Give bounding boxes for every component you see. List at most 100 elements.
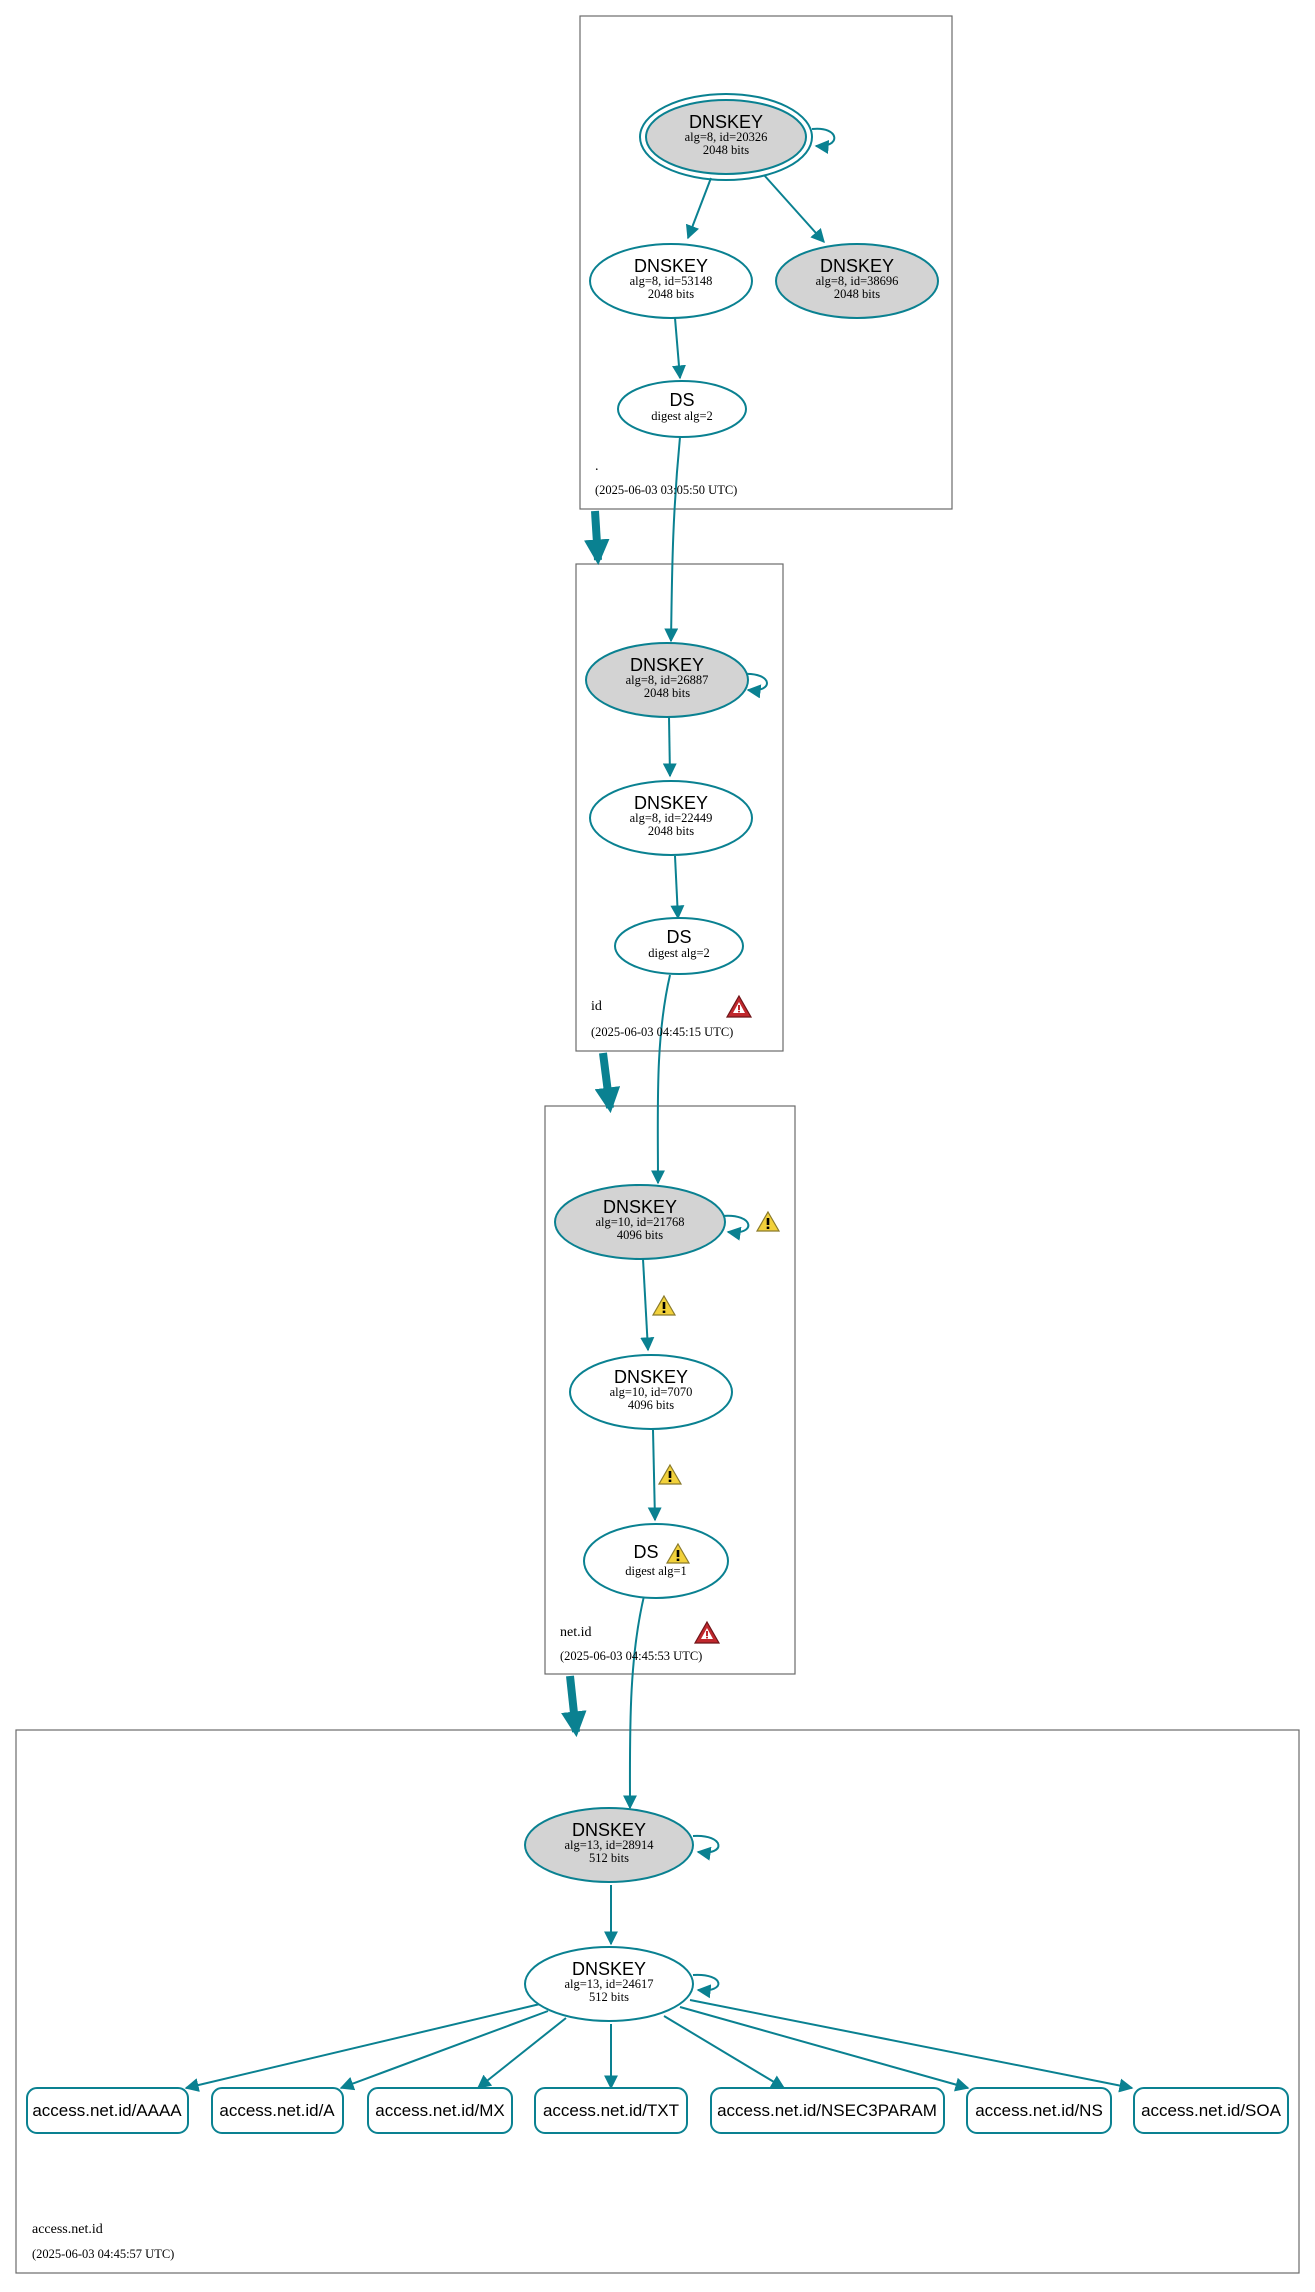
rrset-nsec3param[interactable]: access.net.id/NSEC3PARAM: [710, 2087, 945, 2134]
edge-to-nsec3param: [663, 2015, 786, 2089]
zone-name-access-net-id: access.net.id: [32, 2222, 103, 2237]
node-title: DNSKEY: [820, 256, 894, 276]
node-detail: alg=10, id=21768: [595, 1215, 684, 1229]
zone-timestamp-id: (2025-06-03 04:45:15 UTC): [591, 1025, 733, 1039]
warning-icon[interactable]: [756, 1211, 780, 1232]
edge-21768-to-7070: [640, 1258, 655, 1352]
rrset-label: access.net.id/NS: [975, 2101, 1103, 2120]
edge-net-id-ds-to-28914: [622, 1591, 646, 1810]
zone-timestamp-access-net-id: (2025-06-03 04:45:57 UTC): [32, 2247, 174, 2261]
node-title: DNSKEY: [572, 1820, 646, 1840]
node-title: DNSKEY: [689, 112, 763, 132]
ds-node-id[interactable]: DS digest alg=2: [614, 917, 744, 975]
node-detail: digest alg=1: [625, 1564, 687, 1578]
node-size: 2048 bits: [648, 824, 694, 838]
node-title: DNSKEY: [634, 793, 708, 813]
node-detail: digest alg=2: [651, 409, 713, 423]
node-title: DNSKEY: [630, 655, 704, 675]
edge-to-ns: [679, 2006, 970, 2092]
node-size: 2048 bits: [644, 686, 690, 700]
node-size: 2048 bits: [648, 287, 694, 301]
rrset-ns[interactable]: access.net.id/NS: [966, 2087, 1112, 2134]
self-loop-21768: [721, 1214, 750, 1241]
node-title: DS: [666, 927, 691, 947]
edge-20326-to-53148: [685, 177, 712, 240]
node-title: DNSKEY: [614, 1367, 688, 1387]
zone-name-id: id: [591, 999, 602, 1014]
dnskey-node-53148[interactable]: DNSKEY alg=8, id=53148 2048 bits: [589, 243, 753, 319]
node-detail: alg=8, id=53148: [630, 274, 713, 288]
node-detail: alg=13, id=28914: [564, 1838, 654, 1852]
rrset-a[interactable]: access.net.id/A: [211, 2087, 344, 2134]
node-size: 512 bits: [589, 1851, 629, 1865]
rrset-label: access.net.id/MX: [375, 2101, 504, 2120]
node-size: 2048 bits: [703, 143, 749, 157]
dnskey-node-21768[interactable]: DNSKEY alg=10, id=21768 4096 bits: [554, 1184, 726, 1260]
error-icon[interactable]: [726, 995, 752, 1018]
zone-id-box: [575, 563, 784, 1052]
dnskey-node-38696[interactable]: DNSKEY alg=8, id=38696 2048 bits: [775, 243, 939, 319]
node-detail: alg=8, id=20326: [685, 130, 768, 144]
rrset-mx[interactable]: access.net.id/MX: [367, 2087, 513, 2134]
dnskey-node-24617[interactable]: DNSKEY alg=13, id=24617 512 bits: [524, 1946, 694, 2022]
node-detail: alg=8, id=38696: [816, 274, 899, 288]
node-size: 4096 bits: [617, 1228, 663, 1242]
edge-26887-to-22449: [662, 716, 677, 778]
rrset-aaaa[interactable]: access.net.id/AAAA: [26, 2087, 189, 2134]
node-size: 512 bits: [589, 1990, 629, 2004]
node-detail: digest alg=2: [648, 946, 710, 960]
ds-node-net-id[interactable]: DS digest alg=1: [583, 1523, 729, 1599]
delegation-arrow-root-to-id: [583, 510, 610, 566]
delegation-arrow-net-id-to-access: [561, 1675, 587, 1738]
zone-net-id-box: [544, 1105, 796, 1675]
self-loop-20326: [811, 127, 836, 154]
edge-22449-to-ds: [670, 855, 685, 920]
rrset-txt[interactable]: access.net.id/TXT: [534, 2087, 688, 2134]
edge-20326-to-38696: [763, 174, 825, 244]
rrset-label: access.net.id/TXT: [543, 2101, 679, 2120]
rrset-label: access.net.id/SOA: [1141, 2101, 1282, 2120]
self-loop-26887: [742, 672, 768, 699]
dnskey-node-26887[interactable]: DNSKEY alg=8, id=26887 2048 bits: [585, 642, 749, 718]
node-detail: alg=8, id=22449: [630, 811, 713, 825]
ds-node-root[interactable]: DS digest alg=2: [617, 380, 747, 438]
node-detail: alg=8, id=26887: [626, 673, 709, 687]
edge-id-ds-to-21768: [650, 974, 671, 1185]
dnskey-node-22449[interactable]: DNSKEY alg=8, id=22449 2048 bits: [589, 780, 753, 856]
node-title: DNSKEY: [634, 256, 708, 276]
zone-timestamp-root: (2025-06-03 03:05:50 UTC): [595, 483, 737, 497]
zone-name-net-id: net.id: [560, 1625, 592, 1640]
warning-icon[interactable]: [652, 1295, 676, 1316]
dnskey-node-28914[interactable]: DNSKEY alg=13, id=28914 512 bits: [524, 1807, 694, 1883]
edge-7070-to-ds: [647, 1429, 662, 1522]
dnskey-node-20326[interactable]: DNSKEY alg=8, id=20326 2048 bits: [639, 93, 813, 181]
edge-53148-to-ds: [671, 317, 686, 380]
rrset-soa[interactable]: access.net.id/SOA: [1133, 2087, 1289, 2134]
edge-root-ds-to-26887: [664, 436, 681, 643]
zone-root-box: [579, 15, 953, 510]
rrset-label: access.net.id/NSEC3PARAM: [717, 2101, 937, 2120]
node-detail: alg=10, id=7070: [610, 1385, 693, 1399]
edge-to-mx: [476, 2017, 567, 2089]
rrset-label: access.net.id/A: [219, 2101, 335, 2120]
node-title: DS: [633, 1542, 658, 1562]
delegation-arrow-id-to-net-id: [594, 1052, 621, 1114]
error-icon[interactable]: [694, 1621, 720, 1644]
node-title: DS: [669, 390, 694, 410]
edge-to-soa: [689, 1999, 1134, 2093]
node-size: 2048 bits: [834, 287, 880, 301]
warning-icon[interactable]: [658, 1464, 682, 1485]
zone-name-root: .: [595, 459, 599, 474]
self-loop-28914: [692, 1834, 720, 1861]
dnskey-node-7070[interactable]: DNSKEY alg=10, id=7070 4096 bits: [569, 1354, 733, 1430]
zone-access-net-id-box: [15, 1729, 1300, 2274]
self-loop-24617: [692, 1973, 720, 1999]
node-title: DNSKEY: [603, 1197, 677, 1217]
rrset-label: access.net.id/AAAA: [32, 2101, 182, 2120]
node-detail: alg=13, id=24617: [564, 1977, 653, 1991]
zone-timestamp-net-id: (2025-06-03 04:45:53 UTC): [560, 1649, 702, 1663]
edge-to-a: [339, 2010, 549, 2091]
node-title: DNSKEY: [572, 1959, 646, 1979]
